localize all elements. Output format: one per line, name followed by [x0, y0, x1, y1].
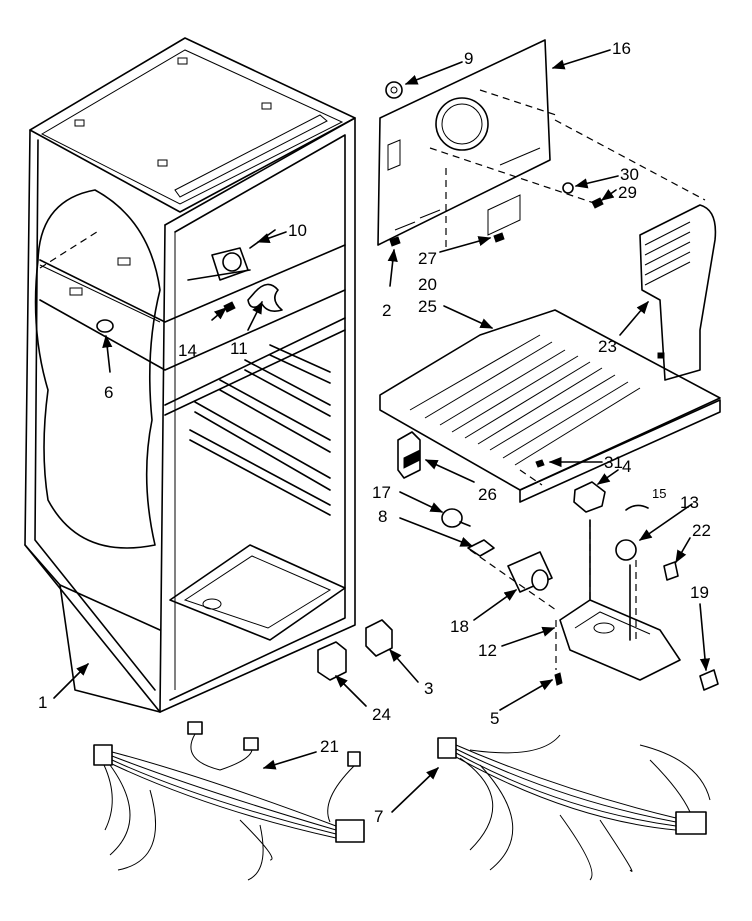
- callout-labels: 9 16 30 29 10 27 20 2 25 23 14 11 6 31 4…: [38, 39, 711, 826]
- callout-10: 10: [288, 221, 307, 240]
- small-parts: [317, 431, 553, 681]
- callout-18: 18: [450, 617, 469, 636]
- wire-harness-21: [93, 721, 365, 881]
- callout-3: 3: [424, 679, 433, 698]
- cabinet-liner: [24, 37, 356, 713]
- callout-15: 15: [652, 486, 666, 501]
- callout-13: 13: [680, 493, 699, 512]
- callout-24: 24: [372, 705, 391, 724]
- callout-17: 17: [372, 483, 391, 502]
- callout-9: 9: [464, 49, 473, 68]
- callout-16: 16: [612, 39, 631, 58]
- callout-21: 21: [320, 737, 339, 756]
- wire-harness-7: [437, 734, 711, 881]
- callout-11: 11: [230, 339, 248, 358]
- callout-26: 26: [478, 485, 497, 504]
- callout-12: 12: [478, 641, 497, 660]
- callout-20: 20: [418, 275, 437, 294]
- callout-1: 1: [38, 693, 47, 712]
- callout-22: 22: [692, 521, 711, 540]
- callout-5: 5: [490, 709, 499, 728]
- callout-2: 2: [382, 301, 391, 320]
- fan-motor-assembly: [187, 229, 283, 313]
- callout-25: 25: [418, 297, 437, 316]
- leader-arrows: [53, 49, 711, 813]
- shelf: [379, 309, 721, 503]
- callout-23: 23: [598, 337, 617, 356]
- callout-27: 27: [418, 249, 437, 268]
- callout-8: 8: [378, 507, 387, 526]
- evaporator-cover: [377, 39, 604, 247]
- air-duct: [639, 204, 717, 381]
- callout-29: 29: [618, 183, 637, 202]
- callout-30: 30: [620, 165, 639, 184]
- callout-14: 14: [178, 341, 197, 360]
- assembly-lines: [39, 89, 706, 670]
- callout-7: 7: [374, 807, 383, 826]
- callout-19: 19: [690, 583, 709, 602]
- callout-6: 6: [104, 383, 113, 402]
- callout-4: 4: [622, 457, 631, 476]
- callout-31: 31: [604, 453, 623, 472]
